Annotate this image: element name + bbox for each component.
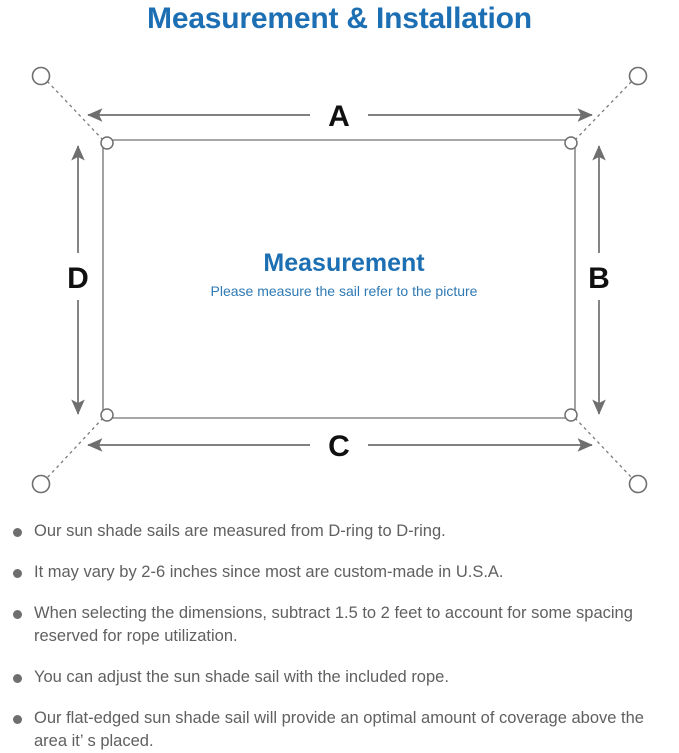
tether-line-bottom-left: [46, 417, 104, 479]
list-item-text: Our flat-edged sun shade sail will provi…: [34, 709, 644, 750]
page-title: Measurement & Installation: [147, 2, 532, 35]
bullet-icon: [13, 569, 22, 578]
list-item-text: It may vary by 2-6 inches since most are…: [34, 563, 504, 581]
tether-line-bottom-right: [574, 417, 633, 479]
d-ring-top-left: [100, 136, 114, 150]
anchor-points: [31, 66, 648, 494]
list-item-text: When selecting the dimensions, subtract …: [34, 604, 633, 645]
bullet-icon: [13, 715, 22, 724]
dimension-label-a: A: [328, 100, 350, 133]
anchor-point-top-left: [31, 66, 51, 86]
list-item: Our flat-edged sun shade sail will provi…: [0, 707, 679, 753]
d-rings: [100, 136, 578, 422]
tether-line-top-right: [574, 80, 633, 141]
anchor-point-top-right: [628, 66, 648, 86]
tether-line-top-left: [46, 80, 104, 141]
d-ring-bottom-right: [564, 408, 578, 422]
list-item: Our sun shade sails are measured from D-…: [0, 520, 679, 543]
bullet-icon: [13, 674, 22, 683]
bullet-icon: [13, 610, 22, 619]
d-ring-top-right: [564, 136, 578, 150]
notes-list: Our sun shade sails are measured from D-…: [0, 520, 679, 753]
list-item: You can adjust the sun shade sail with t…: [0, 666, 679, 689]
list-item: It may vary by 2-6 inches since most are…: [0, 561, 679, 584]
dimension-label-b: B: [588, 262, 610, 295]
dimension-label-d: D: [67, 262, 89, 295]
bullet-icon: [13, 528, 22, 537]
dimension-label-c: C: [328, 430, 350, 463]
anchor-point-bottom-left: [31, 474, 51, 494]
diagram-center-subtext: Please measure the sail refer to the pic…: [211, 283, 478, 299]
list-item-text: Our sun shade sails are measured from D-…: [34, 522, 446, 540]
d-ring-bottom-left: [100, 408, 114, 422]
diagram-center-heading: Measurement: [263, 249, 425, 277]
list-item-text: You can adjust the sun shade sail with t…: [34, 668, 449, 686]
measurement-diagram: A C D B Measurement Please measure the s…: [0, 48, 679, 513]
sail-outline: [102, 139, 576, 419]
tether-lines: [46, 80, 633, 479]
list-item: When selecting the dimensions, subtract …: [0, 602, 679, 648]
anchor-point-bottom-right: [628, 474, 648, 494]
